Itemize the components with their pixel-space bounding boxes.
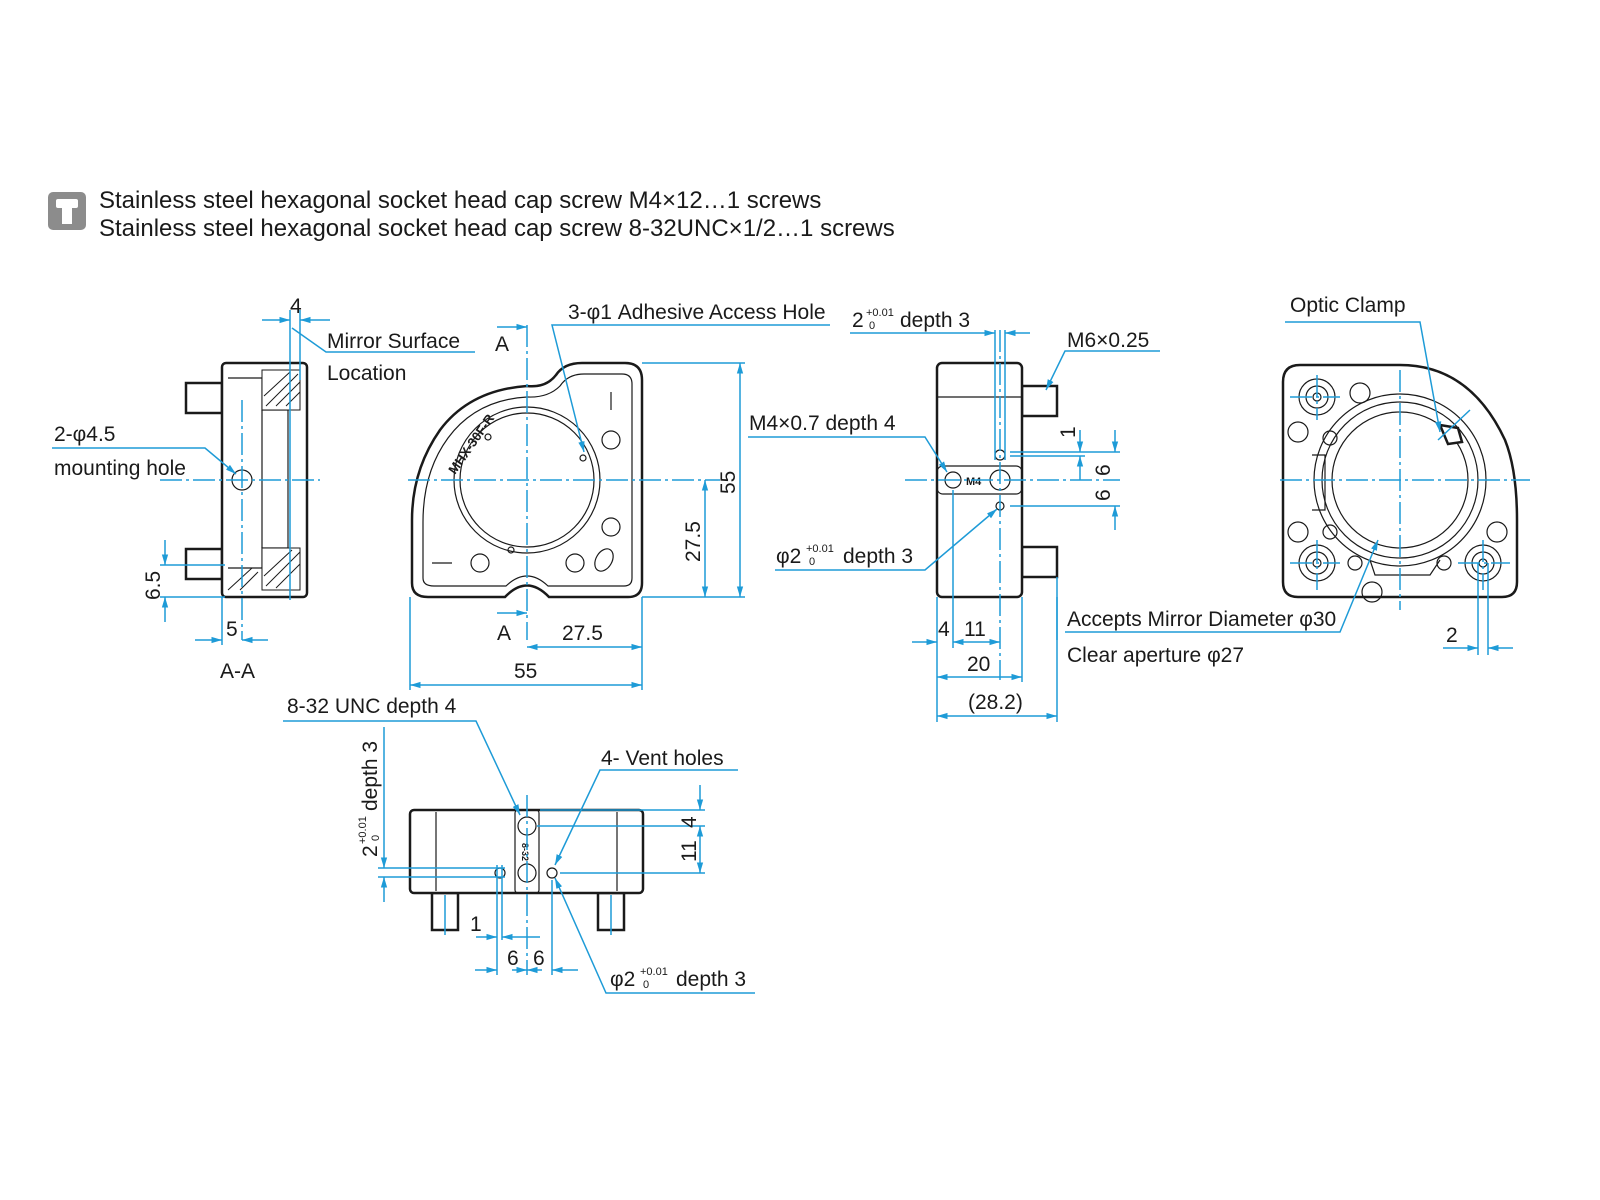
dim-11-side: 11 [964,618,986,641]
hole-bottom-b-suffix: depth 3 [676,968,746,991]
hole-top-suffix: depth 3 [900,309,970,332]
accepts-mirror-label: Accepts Mirror Diameter φ30 [1067,608,1336,631]
hole-side-tol-upper: +0.01 [357,816,369,844]
rear-view: Optic Clamp Accepts Mirror Diameter φ30 … [1056,294,1530,667]
dim-27-5-vertical: 27.5 [682,521,705,562]
optic-clamp-label: Optic Clamp [1290,294,1406,317]
hole-side-tol-lower: 0 [370,835,382,841]
pin-bottom [184,547,224,581]
dim-4: 4 [290,295,302,318]
hole-bottom-tol-upper: +0.01 [806,543,834,555]
section-label: A-A [220,660,255,683]
note-line-2: Stainless steel hexagonal socket head ca… [99,215,895,242]
dim-1: 1 [1057,426,1080,438]
dim-6-right: 6 [533,947,545,970]
hole-bottom-tol-lower: 0 [809,556,815,568]
m4-engraving: M4 [966,476,982,488]
dim-6-left: 6 [507,947,519,970]
bottom-view: 8-32 8-32 UNC depth 4 4- Vent holes 2 +0… [283,695,755,994]
screw-icon [48,192,86,230]
dim-4-side: 4 [938,618,950,641]
dim-5: 5 [226,618,238,641]
hole-top-tol-lower: 0 [869,320,875,332]
hole-side-suffix: depth 3 [359,741,382,811]
dim-6-upper: 6 [1092,464,1115,476]
hole-bottom-b-tol-upper: +0.01 [640,966,668,978]
unc-label: 8-32 UNC depth 4 [287,695,457,718]
hole-top-tol-upper: +0.01 [866,307,894,319]
access-hole-label: 3-φ1 Adhesive Access Hole [568,301,826,324]
dim-55-horizontal: 55 [514,660,537,683]
hole-top-spec: 2 [852,309,864,332]
mounting-hole-count: 2-φ4.5 [54,423,115,446]
section-mark-top: A [495,333,509,356]
adjuster-icons [432,392,621,573]
dim-2: 2 [1446,624,1458,647]
screw-notes: Stainless steel hexagonal socket head ca… [48,187,895,242]
m6-label: M6×0.25 [1067,329,1149,352]
unc-engraving: 8-32 [520,843,530,861]
dim-55-vertical: 55 [717,471,740,494]
dim-4-bottom: 4 [678,816,701,828]
mirror-surface-label: Mirror Surface [327,330,460,353]
hole-bottom-base-b: φ2 [610,968,635,991]
mounting-hole-label: mounting hole [54,457,186,480]
section-mark-bottom: A [497,622,511,645]
dim-6-5: 6.5 [142,571,165,600]
hole-side-spec: 2 +0.01 0 depth 3 [357,741,382,857]
note-line-1: Stainless steel hexagonal socket head ca… [99,187,821,214]
hole-bottom-base: φ2 [776,545,801,568]
clear-aperture-label: Clear aperture φ27 [1067,644,1244,667]
dim-11-bottom: 11 [678,840,701,862]
dim-20: 20 [967,653,990,676]
side-view: M4 2 +0.01 0 depth 3 M6×0.25 M4×0.7 dept… [748,307,1160,722]
dim-6-lower: 6 [1092,489,1115,501]
front-view: MHX-30F-R A A 3-φ1 Adhesive Access Hole … [408,301,830,690]
hole-side-base: 2 [359,845,382,857]
hole-bottom-suffix: depth 3 [843,545,913,568]
dim-28-2: (28.2) [968,691,1023,714]
location-label: Location [327,362,406,385]
hole-top-base: 2 [852,309,864,332]
dim-27-5-horizontal: 27.5 [562,622,603,645]
m4-label: M4×0.7 depth 4 [749,412,896,435]
section-view-a-a: 4 Mirror Surface Location 2-φ4.5 mountin… [52,295,475,683]
pin-top [184,381,224,415]
vent-holes-label: 4- Vent holes [601,747,724,770]
dim-1-bottom: 1 [470,913,482,936]
hole-bottom-b-tol-lower: 0 [643,979,649,991]
